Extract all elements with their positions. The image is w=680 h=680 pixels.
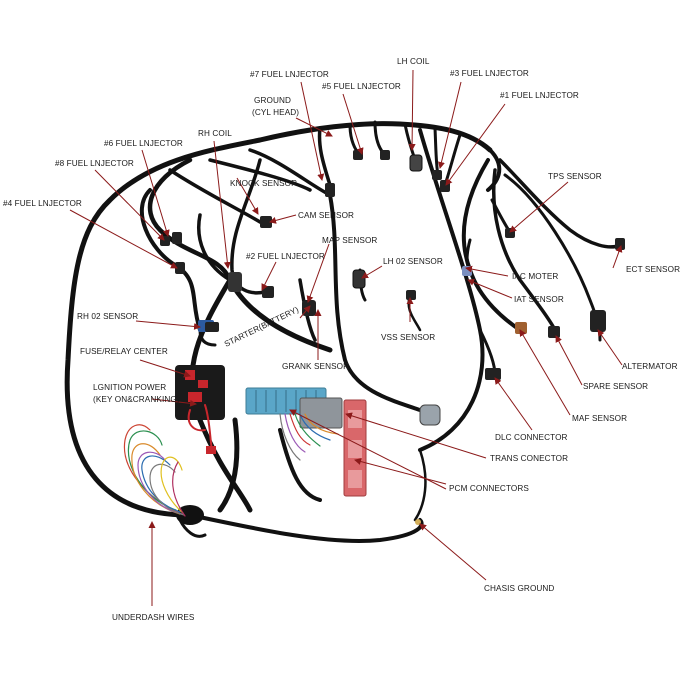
label-grank-sensor: GRANK SENSOR (282, 362, 349, 371)
label-altermator: ALTERMATOR (622, 362, 678, 371)
label-ect-sensor: ECT SENSOR (626, 265, 680, 274)
callout-arrows (69, 69, 623, 606)
label-chasis-ground: CHASIS GROUND (484, 584, 554, 593)
pcm-connector-parts (245, 387, 367, 497)
label-cam-sensor: CAM SENSOR (298, 211, 354, 220)
label-fuel-injector-7: #7 FUEL LNJECTOR (250, 70, 329, 79)
label-ignition-power: LGNITION POWER (93, 383, 166, 392)
harness-trunk (64, 120, 622, 543)
label-ground: GROUND (254, 96, 291, 105)
label-underdash-wires: UNDERDASH WIRES (112, 613, 195, 622)
label-ground-cyl-head: (CYL HEAD) (252, 108, 299, 117)
label-fuel-injector-1: #1 FUEL LNJECTOR (500, 91, 579, 100)
label-fuel-injector-2: #2 FUEL LNJECTOR (246, 252, 325, 261)
label-ignition-power-key: (KEY ON&CRANKING) (93, 395, 180, 404)
label-starter-battery: STARTER(BATTERY) (223, 305, 300, 349)
label-lh-o2-sensor: LH 02 SENSOR (383, 257, 443, 266)
label-spare-sensor: SPARE SENSOR (583, 382, 648, 391)
label-iat-sensor: IAT SENSOR (514, 295, 564, 304)
label-map-sensor: MAP SENSOR (322, 236, 377, 245)
fuse-relay-center-part (175, 365, 225, 454)
label-dlc-connector: DLC CONNECTOR (495, 433, 568, 442)
label-lh-coil: LH COIL (397, 57, 430, 66)
label-fuel-injector-6: #6 FUEL LNJECTOR (104, 139, 183, 148)
label-tps-sensor: TPS SENSOR (548, 172, 602, 181)
label-fuse-relay-center: FUSE/RELAY CENTER (80, 347, 168, 356)
label-knock-sensor: KNOCK SENSOR (230, 179, 297, 188)
label-iac-moter: IAC MOTER (512, 272, 558, 281)
label-pcm-connectors: PCM CONNECTORS (449, 484, 529, 493)
label-rh-coil: RH COIL (198, 129, 232, 138)
label-rh-o2-sensor: RH 02 SENSOR (77, 312, 138, 321)
label-maf-sensor: MAF SENSOR (572, 414, 627, 423)
label-vss-sensor: VSS SENSOR (381, 333, 435, 342)
label-fuel-injector-8: #8 FUEL LNJECTOR (55, 159, 134, 168)
label-fuel-injector-5: #5 FUEL LNJECTOR (322, 82, 401, 91)
callout-labels: #7 FUEL LNJECTOR GROUND (CYL HEAD) LH CO… (3, 57, 680, 622)
label-trans-conector: TRANS CONECTOR (490, 454, 568, 463)
label-fuel-injector-3: #3 FUEL LNJECTOR (450, 69, 529, 78)
label-fuel-injector-4: #4 FUEL LNJECTOR (3, 199, 82, 208)
underdash-wire-bundle (123, 424, 186, 517)
